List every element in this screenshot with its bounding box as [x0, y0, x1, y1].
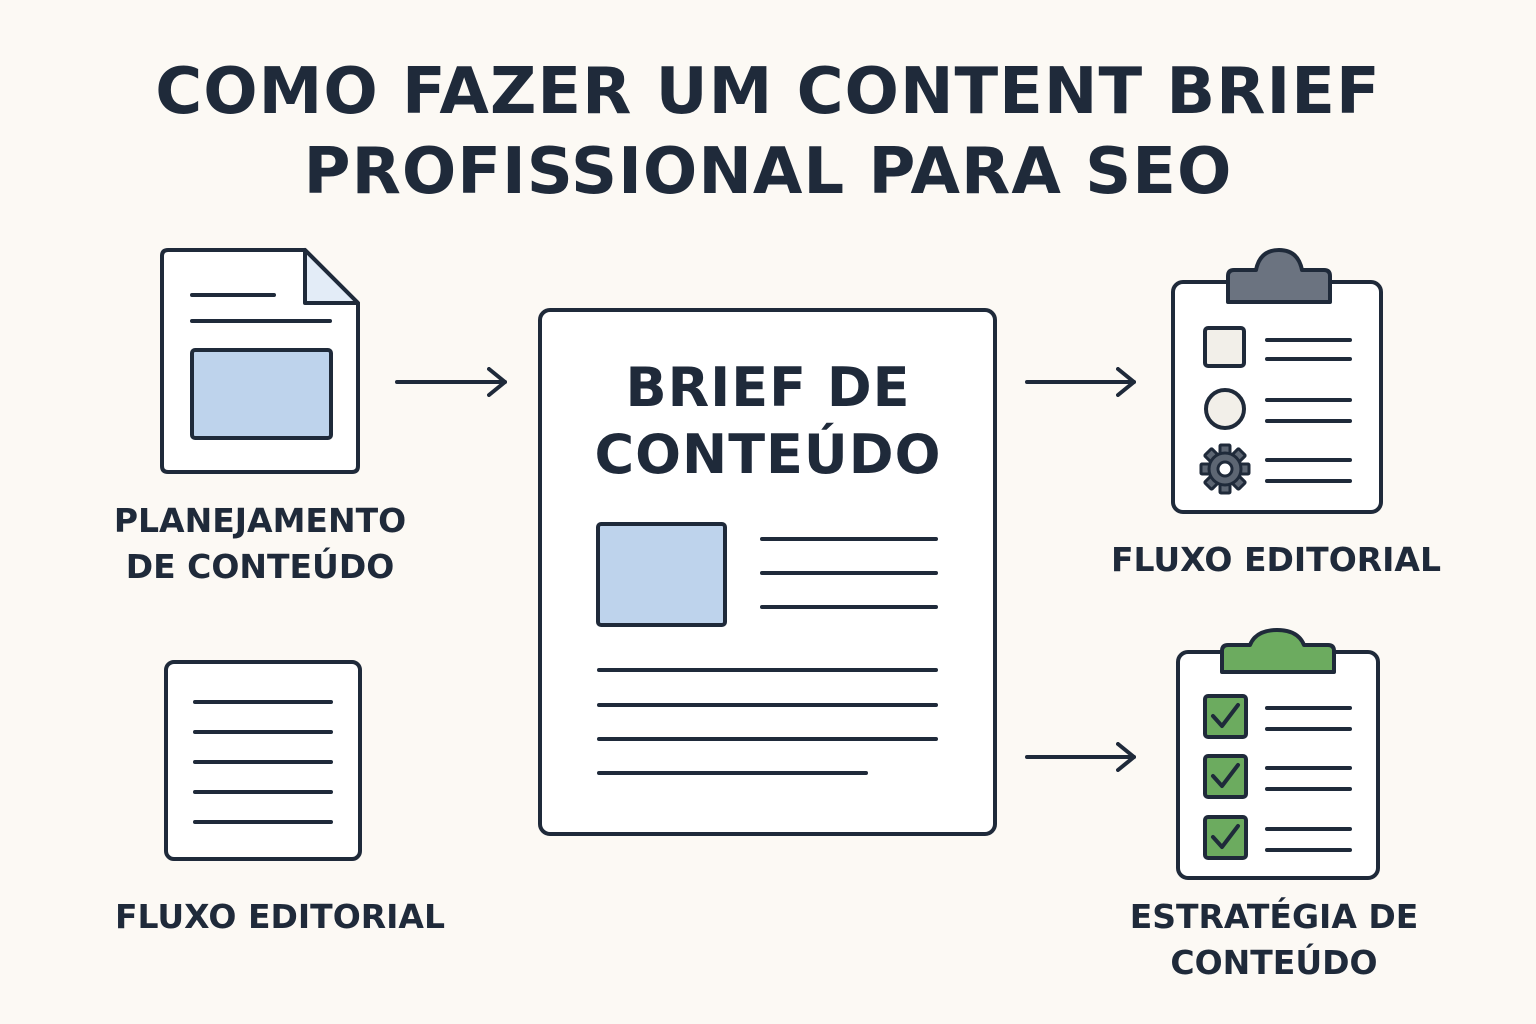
- content-strategy-label-line-1: ESTRATÉGIA DE: [1129, 897, 1419, 936]
- planning-label: PLANEJAMENTO DE CONTEÚDO: [90, 498, 430, 590]
- title-line-2: PROFISSIONAL PARA SEO: [303, 135, 1233, 209]
- title-line-1: COMO FAZER UM CONTENT BRIEF: [155, 55, 1381, 129]
- content-strategy-label: ESTRATÉGIA DE CONTEÚDO: [1094, 894, 1454, 986]
- planning-label-line-2: DE CONTEÚDO: [125, 547, 395, 586]
- brief-heading: BRIEF DE CONTEÚDO: [540, 354, 996, 488]
- clipboard-done-icon: [1176, 628, 1380, 880]
- page-title: COMO FAZER UM CONTENT BRIEF PROFISSIONAL…: [0, 52, 1536, 212]
- editorial-flow-label-right: FLUXO EDITORIAL: [1110, 540, 1442, 579]
- planning-label-line-1: PLANEJAMENTO: [113, 501, 407, 540]
- gear-icon: [1199, 443, 1251, 495]
- editorial-flow-label-left: FLUXO EDITORIAL: [114, 897, 446, 936]
- content-strategy-label-line-2: CONTEÚDO: [1170, 943, 1378, 982]
- clipboard-checklist-icon: [1171, 248, 1383, 514]
- checkbox-icon: [1203, 326, 1246, 368]
- document-icon: [160, 248, 360, 474]
- check-icon: [1203, 815, 1248, 860]
- brief-heading-line-1: BRIEF DE: [625, 356, 911, 419]
- image-placeholder: [596, 522, 727, 627]
- brief-heading-line-2: CONTEÚDO: [594, 423, 942, 486]
- circle-icon: [1204, 388, 1246, 430]
- check-icon: [1203, 754, 1248, 799]
- check-icon: [1203, 694, 1248, 739]
- text-page-icon: [164, 660, 362, 861]
- brief-document: [538, 308, 997, 836]
